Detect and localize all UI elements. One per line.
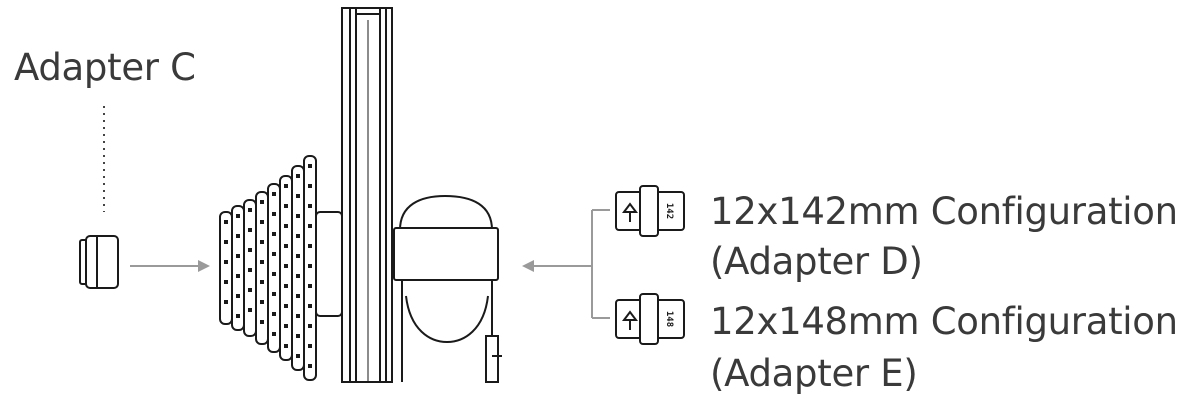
adapter-e-label: (Adapter E)	[710, 352, 918, 395]
adapter-d-part	[615, 185, 685, 237]
config-142-label: 12x142mm Configuration	[710, 190, 1178, 233]
rotor-disc	[341, 7, 393, 383]
adapter-bracket	[591, 209, 610, 319]
adapter-e-part	[615, 293, 685, 345]
adapter-c-part	[79, 235, 119, 289]
adapter-insert-arrow	[522, 260, 592, 272]
hub-body	[315, 211, 343, 317]
config-148-label: 12x148mm Configuration	[710, 300, 1178, 343]
adapter-c-insert-arrow	[130, 260, 210, 272]
adapter-d-code: 142	[664, 203, 674, 219]
adapter-c-label: Adapter C	[14, 46, 196, 89]
cassette	[219, 155, 317, 381]
adapter-d-label: (Adapter D)	[710, 240, 923, 283]
adapter-e-code: 148	[664, 311, 674, 327]
trainer-frame	[393, 194, 502, 383]
